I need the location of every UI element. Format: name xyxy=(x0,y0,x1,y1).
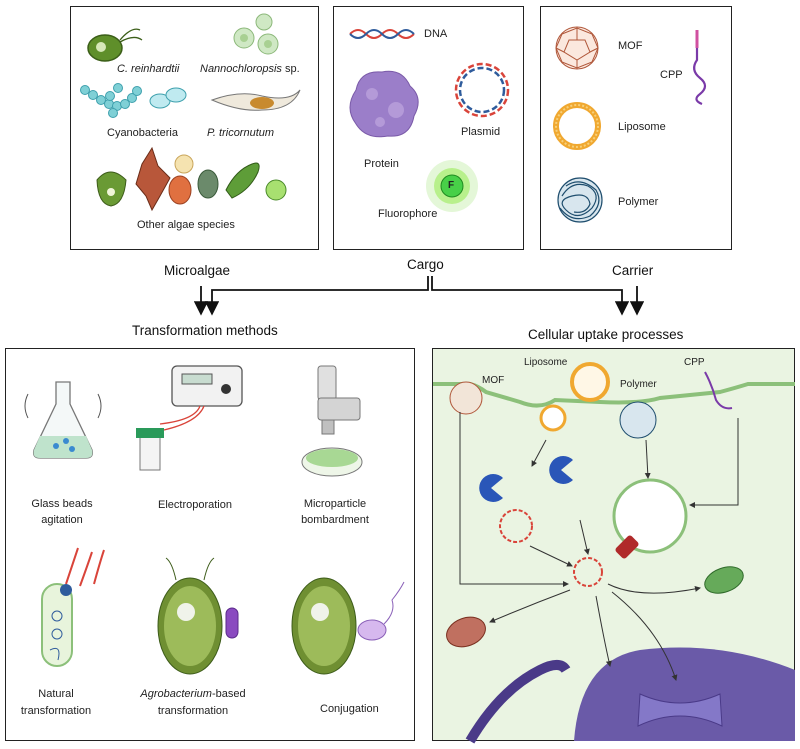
cyanobacteria-icon xyxy=(80,83,187,118)
chloroplast-icon xyxy=(704,566,744,594)
label-dna: DNA xyxy=(424,28,448,40)
fluorophore-letter: F xyxy=(448,180,455,191)
endosome-icon xyxy=(612,478,688,559)
uptake-label-polymer: Polymer xyxy=(620,379,657,390)
agrobacterium-icon xyxy=(157,557,239,675)
fluorophore-icon xyxy=(426,160,478,212)
polymer-icon xyxy=(557,177,603,223)
label-liposome: Liposome xyxy=(618,121,666,133)
nannochloropsis-icon xyxy=(233,13,279,55)
agro-italic: Agrobacterium xyxy=(140,688,212,700)
microparticle-line2: bombardment xyxy=(301,514,369,526)
protease-icons xyxy=(479,456,573,503)
carrier-heading: Carrier xyxy=(612,263,654,278)
label-c-reinhardtii: C. reinhardtii xyxy=(117,63,180,75)
uptake-arrows xyxy=(459,412,739,681)
natural-line1: Natural xyxy=(38,688,74,700)
label-electroporation: Electroporation xyxy=(158,499,232,511)
other-algae-icons xyxy=(96,146,287,212)
cpp-icon xyxy=(693,30,707,106)
label-protein: Protein xyxy=(364,158,399,170)
uptake-label-cpp: CPP xyxy=(684,357,705,368)
uptake-liposome xyxy=(539,362,610,432)
agro-rest: -based xyxy=(211,688,246,700)
label-other-algae: Other algae species xyxy=(137,219,235,231)
transformation-heading: Transformation methods xyxy=(132,323,278,338)
uptake-label-liposome: Liposome xyxy=(524,357,568,368)
mof-icon xyxy=(555,26,599,70)
nannochloropsis-genus: Nannochloropsis xyxy=(200,63,282,75)
uptake-label-mof: MOF xyxy=(482,375,505,386)
protein-icon xyxy=(349,70,419,138)
label-glass-beads: Glass beads agitation xyxy=(22,498,102,527)
cargo-heading: Cargo xyxy=(407,257,444,272)
nucleus-icon xyxy=(465,647,795,744)
natural-transformation-icon xyxy=(41,547,105,667)
label-agrobacterium: Agrobacterium-based transformation xyxy=(128,688,258,718)
c-reinhardtii-icon xyxy=(87,28,143,62)
liposome-icon xyxy=(553,102,601,150)
gene-gun-icon xyxy=(301,365,363,477)
mitochondrion-icon xyxy=(446,616,486,648)
dna-icon xyxy=(349,29,415,39)
glass-beads-line2: agitation xyxy=(41,514,83,526)
label-polymer: Polymer xyxy=(618,196,659,208)
uptake-mof xyxy=(449,381,483,415)
natural-line2: transformation xyxy=(20,705,92,717)
plasmid-icon xyxy=(454,62,510,118)
microalgae-heading: Microalgae xyxy=(164,263,231,278)
uptake-membrane xyxy=(433,382,795,408)
agro-line1: Agrobacterium-based xyxy=(128,688,258,701)
label-fluorophore: Fluorophore xyxy=(378,208,438,220)
label-p-tricornutum: P. tricornutum xyxy=(207,127,275,139)
uptake-heading: Cellular uptake processes xyxy=(528,327,684,342)
microparticle-line1: Microparticle xyxy=(303,498,367,510)
label-microparticle: Microparticle bombardment xyxy=(290,498,380,527)
conjugation-icon xyxy=(291,577,405,675)
uptake-cpp xyxy=(704,371,733,410)
nannochloropsis-suffix: sp. xyxy=(281,63,300,75)
p-tricornutum-icon xyxy=(210,89,301,111)
flask-icon xyxy=(24,381,102,459)
label-plasmid: Plasmid xyxy=(461,126,501,138)
label-mof: MOF xyxy=(618,40,643,52)
label-natural-transformation: Natural transformation xyxy=(12,688,100,718)
label-cpp: CPP xyxy=(660,69,683,81)
flow-arrows xyxy=(193,276,645,316)
electroporation-icon xyxy=(136,365,243,471)
label-nannochloropsis: Nannochloropsis sp. xyxy=(200,63,300,76)
uptake-polymer xyxy=(619,401,657,439)
agro-line2: transformation xyxy=(157,705,229,717)
glass-beads-line1: Glass beads xyxy=(31,498,93,510)
chromosome-icon xyxy=(637,693,723,727)
label-cyanobacteria: Cyanobacteria xyxy=(107,127,178,139)
label-conjugation: Conjugation xyxy=(320,703,379,715)
